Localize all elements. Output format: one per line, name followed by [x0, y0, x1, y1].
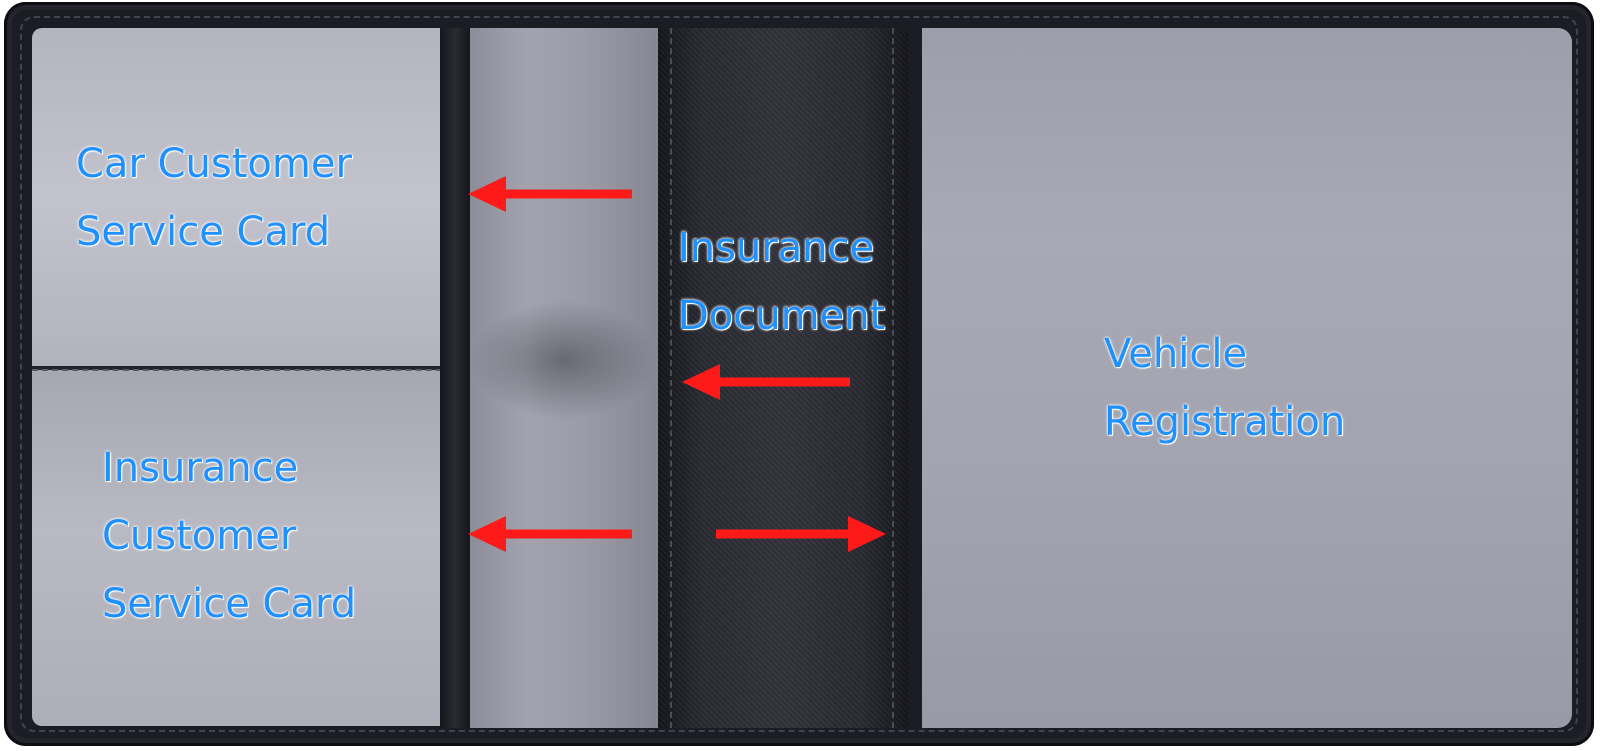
arrow-insurance-document — [682, 364, 850, 400]
outer-stitching — [20, 16, 1578, 732]
arrow-vehicle-registration — [716, 516, 886, 552]
label-line: Service Card — [102, 581, 357, 627]
label-line: Car Customer — [76, 141, 352, 187]
label-insurance-document: Insurance Document — [678, 214, 885, 350]
car-customer-service-card-pocket — [32, 28, 442, 368]
label-line: Service Card — [76, 209, 331, 255]
label-line: Insurance — [102, 445, 299, 491]
spine-stitch-right — [892, 28, 896, 728]
spine-stitch-left — [670, 28, 674, 728]
middle-pocket — [470, 28, 658, 728]
label-car-customer-service-card: Car Customer Service Card — [76, 130, 352, 266]
pocket-seam-stitch — [32, 369, 472, 371]
pocket-seam — [32, 366, 472, 370]
label-line: Customer — [102, 513, 297, 559]
label-insurance-customer-service-card: Insurance Customer Service Card — [102, 434, 356, 638]
middle-pocket-shadow — [470, 300, 658, 420]
arrow-car-card — [468, 176, 632, 212]
label-vehicle-registration: Vehicle Registration — [1104, 320, 1345, 456]
label-line: Registration — [1104, 399, 1346, 445]
insurance-customer-service-card-pocket — [32, 370, 442, 726]
arrow-insurance-card — [468, 516, 632, 552]
label-line: Vehicle — [1104, 331, 1248, 377]
label-line: Insurance — [678, 225, 875, 271]
left-divider-strip — [440, 28, 470, 728]
label-line: Document — [678, 293, 886, 339]
vehicle-registration-pocket — [922, 28, 1572, 728]
